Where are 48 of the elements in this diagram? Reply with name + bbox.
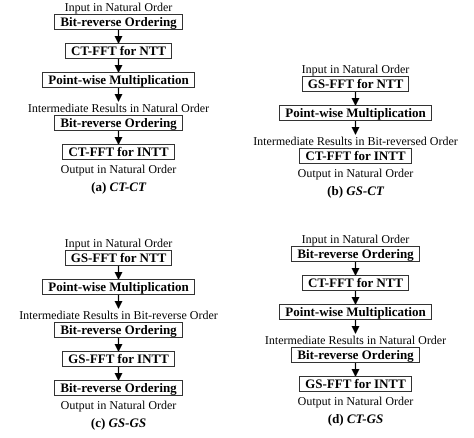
process-box: Bit-reverse Ordering <box>54 115 183 131</box>
io-label: Input in Natural Order <box>64 236 172 250</box>
arrow <box>114 131 122 145</box>
arrow <box>352 121 360 135</box>
process-box: GS-FFT for INTT <box>62 351 175 367</box>
io-label: Output in Natural Order <box>298 394 414 408</box>
arrow <box>114 88 122 102</box>
arrow <box>114 295 122 309</box>
io-label: Input in Natural Order <box>302 62 410 76</box>
process-box: CT-FFT for NTT <box>64 43 172 59</box>
arrow <box>352 320 360 334</box>
process-box: CT-FFT for INTT <box>299 148 412 164</box>
arrow <box>352 92 360 106</box>
arrow <box>352 291 360 305</box>
process-box: Bit-reverse Ordering <box>54 322 183 338</box>
io-label: Input in Natural Order <box>302 232 410 246</box>
step-label: Intermediate Results in Bit-reversed Order <box>253 134 458 148</box>
subfigure-caption: (a) CT-CT <box>91 179 146 194</box>
arrow <box>114 59 122 73</box>
process-box: CT-FFT for NTT <box>302 275 410 291</box>
process-box: GS-FFT for NTT <box>64 250 172 266</box>
process-box: Point-wise Multiplication <box>279 304 432 320</box>
step-label: Intermediate Results in Natural Order <box>28 101 210 115</box>
step-label: Intermediate Results in Bit-reverse Order <box>19 308 218 322</box>
arrow <box>114 338 122 352</box>
arrow <box>114 266 122 280</box>
process-box: Bit-reverse Ordering <box>291 347 420 363</box>
io-label: Output in Natural Order <box>60 162 176 176</box>
arrow <box>352 262 360 276</box>
process-box: Point-wise Multiplication <box>42 72 195 88</box>
subfigure-caption: (c) GS-GS <box>90 415 146 430</box>
process-box: GS-FFT for INTT <box>299 376 412 392</box>
io-label: Output in Natural Order <box>298 166 414 180</box>
arrow <box>352 363 360 377</box>
process-box: GS-FFT for NTT <box>302 76 410 92</box>
process-box: Bit-reverse Ordering <box>54 14 183 30</box>
process-box: Point-wise Multiplication <box>279 105 432 121</box>
step-label: Intermediate Results in Natural Order <box>264 333 446 347</box>
arrow <box>114 367 122 381</box>
process-box: CT-FFT for INTT <box>62 144 175 160</box>
io-label: Output in Natural Order <box>60 398 176 412</box>
subfigure-caption: (b) GS-CT <box>327 183 384 198</box>
io-label: Input in Natural Order <box>64 0 172 14</box>
subfigure-caption: (d) CT-GS <box>328 411 384 426</box>
process-box: Bit-reverse Ordering <box>291 246 420 262</box>
process-box: Bit-reverse Ordering <box>54 380 183 396</box>
process-box: Point-wise Multiplication <box>42 279 195 295</box>
arrow <box>114 30 122 44</box>
